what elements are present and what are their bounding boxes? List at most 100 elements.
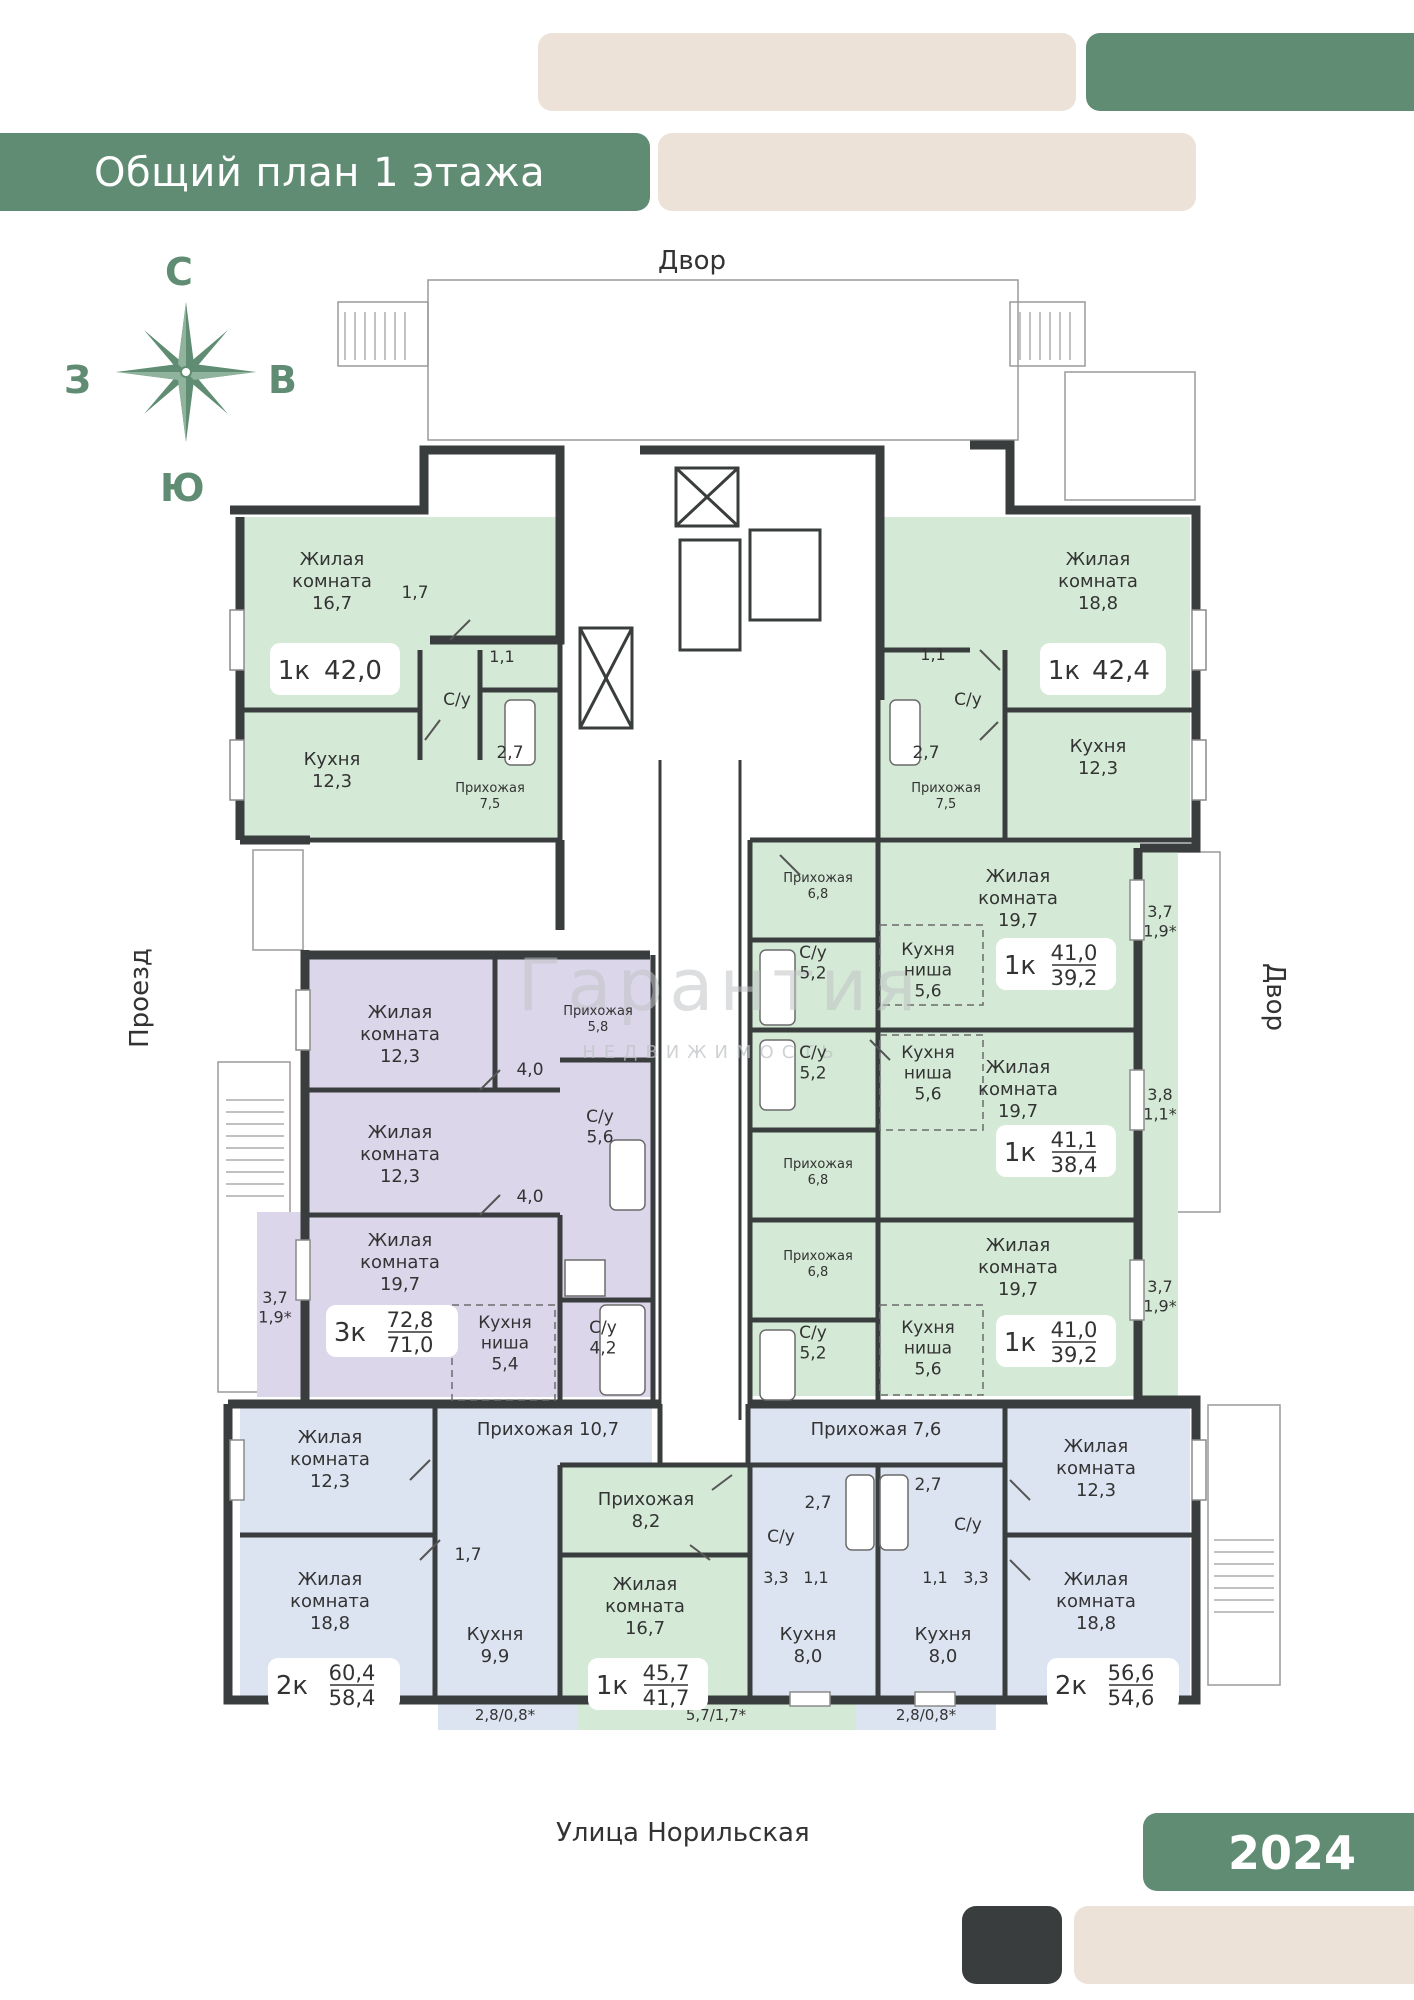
room-label-r10: С/у [954, 690, 982, 710]
apt-badge-a9: 2к 56,654,6 [1047, 1658, 1179, 1710]
apt-rooms-a9: 2к [1055, 1671, 1087, 1701]
compass-west: З [64, 358, 91, 402]
compass-north: С [165, 250, 193, 294]
outer-structures [217, 279, 1281, 1686]
compass-rose-icon [116, 302, 256, 442]
apt-rooms-a8: 1к [596, 1671, 628, 1701]
room-label-r56: 3,3 [963, 1568, 988, 1587]
watermark-sub: НЕДВИЖИМОСТЬ [582, 1042, 841, 1063]
sanitary-fixtures [504, 699, 921, 1551]
apt-living-a4: 38,4 [1051, 1153, 1098, 1177]
apt-living-a8: 41,7 [643, 1686, 690, 1710]
decor-pill-beige-top [538, 33, 1076, 111]
apt-rooms-a6: 3к [334, 1318, 366, 1348]
apt-rooms-a3: 1к [1004, 951, 1036, 981]
apt-total-a4: 41,1 [1051, 1128, 1098, 1152]
apt-rooms-a5: 1к [1004, 1328, 1036, 1358]
street-bottom: Улица Норильская [556, 1818, 810, 1848]
apt-badge-a7: 2к 60,458,4 [268, 1658, 400, 1710]
apt-badge-a1: 1к 42,0 [270, 643, 400, 695]
apt-rooms-a7: 2к [276, 1671, 308, 1701]
room-label-r34: 4,0 [516, 1187, 543, 1207]
walls [223, 440, 1201, 1705]
apt-total-a9: 56,6 [1108, 1661, 1155, 1685]
apt-total-a5: 41,0 [1051, 1318, 1098, 1342]
room-label-r9: 1,1 [920, 645, 945, 664]
apt-fill-e3 [750, 1220, 1140, 1396]
apt-living-a7: 58,4 [329, 1686, 376, 1710]
room-label-r44: 2,7 [804, 1493, 831, 1513]
apt-total-a7: 60,4 [329, 1661, 376, 1685]
decor-pill-green-top [1086, 33, 1414, 111]
room-label-r52: 3,3 [763, 1568, 788, 1587]
stair-lines [226, 312, 1274, 1613]
apt-badge-a2: 1к 42,4 [1040, 643, 1166, 695]
room-label-r5: 2,7 [496, 743, 523, 763]
room-label-r31: 4,0 [516, 1060, 543, 1080]
inner-walls [240, 640, 1196, 1700]
room-label-r11: 2,7 [912, 743, 939, 763]
apt-living-a6: 71,0 [387, 1333, 434, 1357]
compass-south: Ю [160, 466, 205, 510]
apt-living-a9: 54,6 [1108, 1686, 1155, 1710]
stair-core [578, 466, 822, 1420]
apt-fill-e1 [750, 840, 1140, 1030]
apt-total-a2: 42,4 [1092, 656, 1150, 686]
watermark-name: Гарантия [518, 943, 923, 1027]
apt-badge-a3: 1к 41,039,2 [996, 938, 1116, 990]
apt-total-a1: 42,0 [324, 656, 382, 686]
room-label-r40: Прихожая 10,7 [477, 1419, 619, 1440]
apt-rooms-a2: 1к [1048, 656, 1080, 686]
apt-living-a3: 39,2 [1051, 966, 1098, 990]
apt-rooms-a1: 1к [278, 656, 310, 686]
title-bar [0, 133, 650, 211]
decor-pill-beige-mid [658, 133, 1196, 211]
room-label-r61: 2,8/0,8* [896, 1706, 957, 1724]
room-label-r47: С/у [954, 1515, 982, 1535]
door-swings [409, 619, 1031, 1581]
street-top: Двор [658, 246, 727, 276]
year-label: 2024 [1228, 1826, 1357, 1880]
room-label-r53: 1,1 [803, 1568, 828, 1587]
apt-total-a3: 41,0 [1051, 941, 1098, 965]
room-label-r48: 1,7 [454, 1545, 481, 1565]
year-bar [1143, 1813, 1414, 1891]
room-label-r45: С/у [767, 1527, 795, 1547]
room-label-r41: Прихожая 7,6 [811, 1419, 942, 1440]
